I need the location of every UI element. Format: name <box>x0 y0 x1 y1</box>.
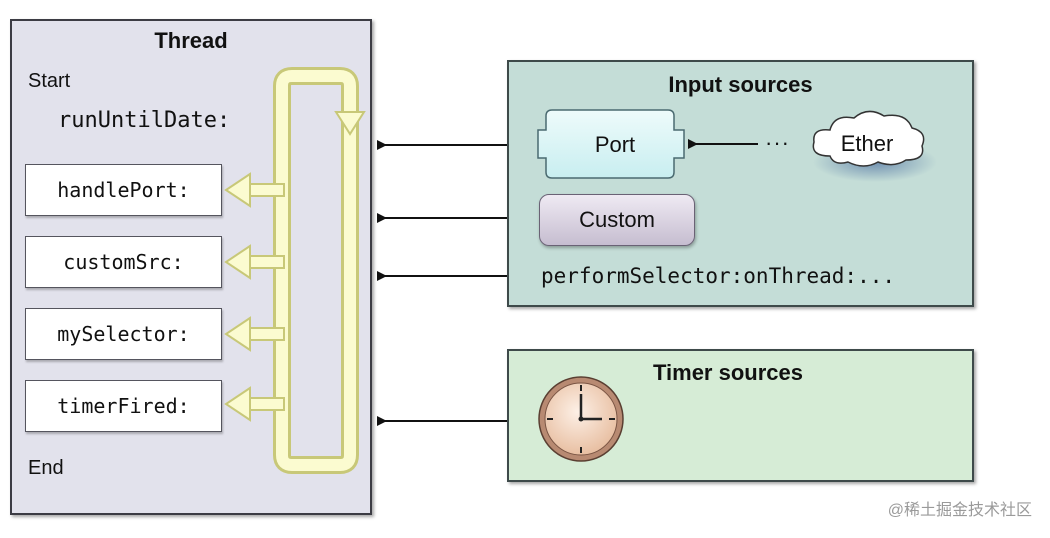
port-ether-graphic <box>537 109 937 182</box>
branch-arrow-timer-fired <box>224 386 285 422</box>
ether-cloud <box>812 110 925 167</box>
handler-my-selector: mySelector: <box>25 308 222 360</box>
thread-title: Thread <box>154 28 228 53</box>
run-until-date-label: runUntilDate: <box>58 108 231 133</box>
handler-handle-port: handlePort: <box>25 164 222 216</box>
end-label: End <box>28 457 64 479</box>
branch-arrow-my-selector <box>224 316 285 352</box>
watermark: @稀土掘金技术社区 <box>887 502 1032 519</box>
ether-label: Ether <box>840 131 894 156</box>
ellipsis-dots: ··· <box>765 130 790 155</box>
run-loop-entry-arrow <box>334 111 366 136</box>
branch-arrow-handle-port <box>224 172 285 208</box>
run-loop-track <box>273 67 359 474</box>
start-label: Start <box>28 70 71 92</box>
input-sources-panel <box>507 60 974 307</box>
perform-selector-label: performSelector:onThread:... <box>541 264 896 288</box>
handler-custom-src: customSrc: <box>25 236 222 288</box>
timer-sources-title: Timer sources <box>652 360 803 385</box>
branch-arrow-custom-src <box>224 244 285 280</box>
clock-icon <box>538 376 624 462</box>
port-shape <box>537 109 685 179</box>
custom-source-box: Custom <box>539 194 695 246</box>
input-sources-title: Input sources <box>668 72 813 97</box>
port-label: Port <box>594 132 636 157</box>
handler-timer-fired: timerFired: <box>25 380 222 432</box>
